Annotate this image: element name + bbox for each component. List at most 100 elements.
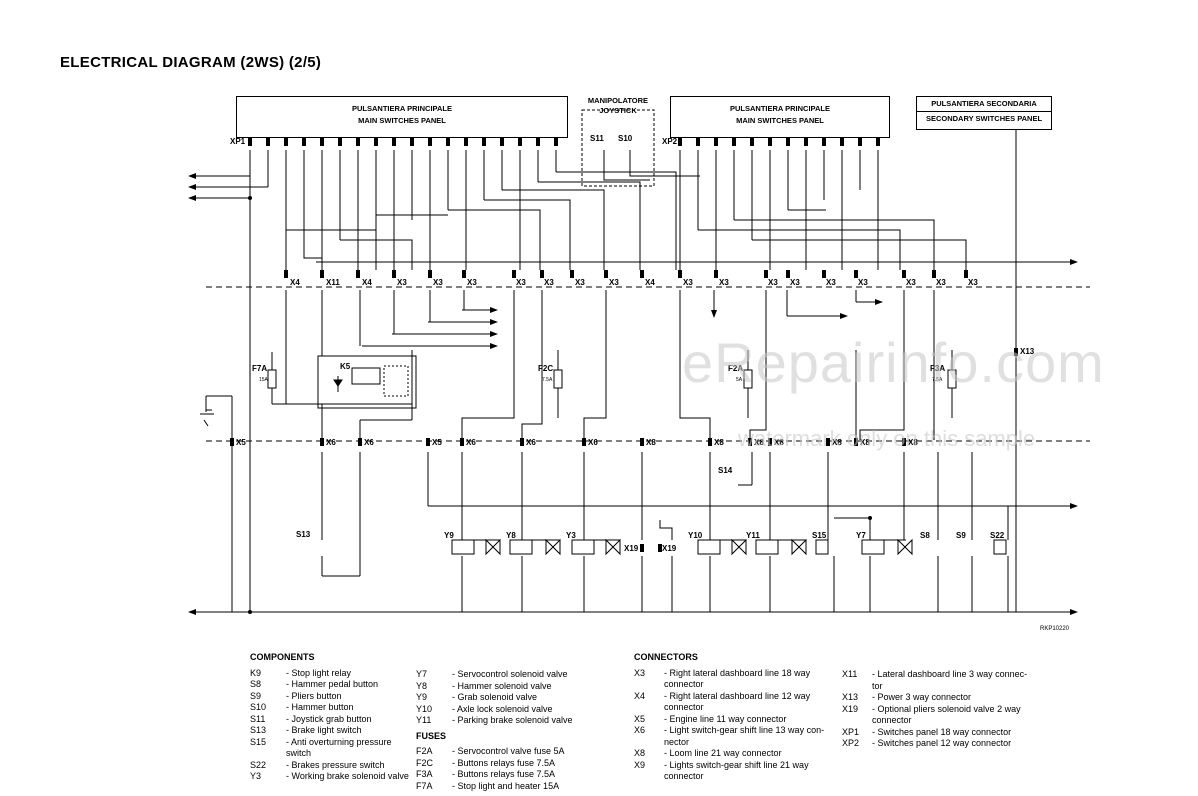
legend-description: - Parking brake solenoid valve <box>452 715 573 725</box>
legend-entry: S13- Brake light switch <box>250 725 420 737</box>
legend-entry: F7A - Stop light and heater 15A <box>416 781 596 793</box>
switch-s10-label: S10 <box>618 134 633 143</box>
legend-code: F7A <box>416 780 433 791</box>
legend-entry: X8 - Loom line 21 way connector <box>634 748 838 760</box>
legend-description: - Hammer button <box>286 702 354 712</box>
legend-description: - Working brake solenoid valve <box>286 771 409 781</box>
switch-s13-label: S13 <box>296 530 311 539</box>
connector-label: X6 <box>364 438 374 447</box>
legend-description: - Hammer solenoid valve <box>452 680 552 691</box>
legend-code: S13 <box>250 725 267 735</box>
legend-code <box>842 715 872 727</box>
switch-s14-label: S14 <box>718 466 733 475</box>
legend-entry: X19 - Optional pliers solenoid valve 2 wa… <box>842 704 1052 716</box>
legend-description: - Buttons relays fuse 7.5A <box>452 757 556 768</box>
legend-code: Y11 <box>416 715 432 725</box>
legend-code: Y10 <box>416 703 433 714</box>
legend-entry: connector <box>634 679 838 691</box>
legend-description: - Stop light and heater 15A <box>452 780 560 791</box>
legend-entry: Y7- Servocontrol solenoid valve <box>416 669 596 681</box>
connector-label: X8 <box>646 438 656 447</box>
legend-description: connector <box>664 702 704 712</box>
legend-entry: Y10- Axle lock solenoid valve <box>416 704 596 716</box>
valve-y7-label: Y7 <box>856 531 866 540</box>
connector-label: X3 <box>906 278 916 287</box>
connector-label: X11 <box>326 278 340 287</box>
connector-label: X8 <box>908 438 918 447</box>
legend-entry: Y3- Working brake solenoid valve <box>250 771 420 783</box>
connector-label: X3 <box>544 278 554 287</box>
legend-description: - Switches panel 12 way connector <box>872 738 1012 748</box>
connector-label: X6 <box>466 438 476 447</box>
legend-entry: connector <box>634 771 838 783</box>
legend-entry: nector <box>634 737 838 749</box>
legend-entry: XP1- Switches panel 18 way connector <box>842 727 1052 739</box>
legend-entry: connector <box>634 702 838 714</box>
fuse-f2a-rating: 5A <box>736 377 743 383</box>
joystick-title-it: MANIPOLATORE <box>587 96 649 105</box>
legend-description: connector <box>664 771 704 781</box>
legend-entry: S15- Anti overturning pressure <box>250 737 420 749</box>
legend-code: S22 <box>250 759 267 770</box>
legend-code: X5 <box>634 713 646 724</box>
legend-description: - Right lateral dashboard line 18 way <box>664 667 811 678</box>
connector-x19: X19 <box>662 544 677 553</box>
watermark-text: eRepairinfo.com <box>682 331 1105 394</box>
legend-entry: S11- Joystick grab button <box>250 714 420 726</box>
connector-xp1: XP1 <box>230 137 246 146</box>
legend-description: - Optional pliers solenoid valve 2 way <box>872 703 1021 714</box>
connector-x13: X13 <box>1020 347 1035 356</box>
valve-y9-label: Y9 <box>444 531 454 540</box>
panel-title-it: PULSANTIERA PRINCIPALE <box>729 104 830 113</box>
connector-label: X4 <box>290 278 300 287</box>
legend-code <box>634 771 664 783</box>
connector-label: X3 <box>768 278 778 287</box>
legend-code <box>250 748 286 760</box>
components-heading: COMPONENTS <box>250 652 315 662</box>
connector-label: X6 <box>326 438 336 447</box>
legend-code: Y7 <box>416 669 428 679</box>
legend-code <box>634 702 664 714</box>
joystick-title-en: JOYSTICK <box>599 106 637 115</box>
legend-code: X13 <box>842 692 859 702</box>
legend-entry: X9- Lights switch-gear shift line 21 way <box>634 760 838 772</box>
legend-description: - Stop light relay <box>286 667 352 678</box>
legend-description: - Lateral dashboard line 3 way connec- <box>872 669 1028 679</box>
panel-title-it: PULSANTIERA PRINCIPALE <box>351 104 452 113</box>
legend-code: X4 <box>634 690 646 701</box>
connector-label: X3 <box>683 278 693 287</box>
connector-label: X3 <box>609 278 619 287</box>
legend-code: K9 <box>250 667 262 678</box>
connector-label: X4 <box>645 278 655 287</box>
legend-code: XP2 <box>842 738 860 748</box>
connector-label: X3 <box>467 278 477 287</box>
connector-label: X8 <box>714 438 724 447</box>
switch-s22-label: S22 <box>990 531 1005 540</box>
main-switches-panel-left: PULSANTIERA PRINCIPALE MAIN SWITCHES PAN… <box>236 96 568 138</box>
legend-code: X19 <box>842 703 859 714</box>
panel-title-en: MAIN SWITCHES PANEL <box>736 116 824 125</box>
connector-label: X8 <box>754 438 764 447</box>
legend-entry: X5- Engine line 11 way connector <box>634 714 838 726</box>
legend-entry: X11- Lateral dashboard line 3 way connec… <box>842 669 1052 681</box>
fuses-heading: FUSES <box>416 730 447 741</box>
valve-y10-label: Y10 <box>688 531 703 540</box>
legend-code: X8 <box>634 748 646 758</box>
legend-description: - Lights switch-gear shift line 21 way <box>664 759 809 770</box>
legend-entry: Y11 - Parking brake solenoid valve <box>416 715 596 727</box>
legend-code: F2C <box>416 757 434 768</box>
panel-title-en: SECONDARY SWITCHES PANEL <box>925 114 1043 123</box>
legend-entry: F2A- Servocontrol valve fuse 5A <box>416 746 596 758</box>
legend-description: - Loom line 21 way connector <box>664 748 782 758</box>
connector-label: X3 <box>790 278 800 287</box>
legend-description: - Anti overturning pressure <box>286 736 392 747</box>
legend-entry: X4- Right lateral dashboard line 12 way <box>634 691 838 703</box>
panel-title-it: PULSANTIERA SECONDARIA <box>917 97 1051 112</box>
legend-entry: connector <box>842 715 1052 727</box>
fuse-f3a-rating: 7.5A <box>932 377 943 383</box>
legend-code: F3A <box>416 769 433 779</box>
main-switches-panel-right: PULSANTIERA PRINCIPALE MAIN SWITCHES PAN… <box>670 96 890 138</box>
